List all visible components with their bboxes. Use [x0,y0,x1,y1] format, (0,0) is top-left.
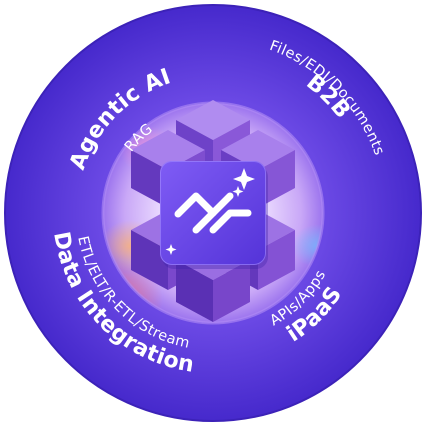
sparkle-icon [232,186,244,197]
flow-logo-icon [174,192,252,234]
logo-tile [160,161,268,269]
sparkle-icon [233,168,255,190]
sparkle-icon [165,244,177,255]
outer-ring-edge [4,4,422,422]
